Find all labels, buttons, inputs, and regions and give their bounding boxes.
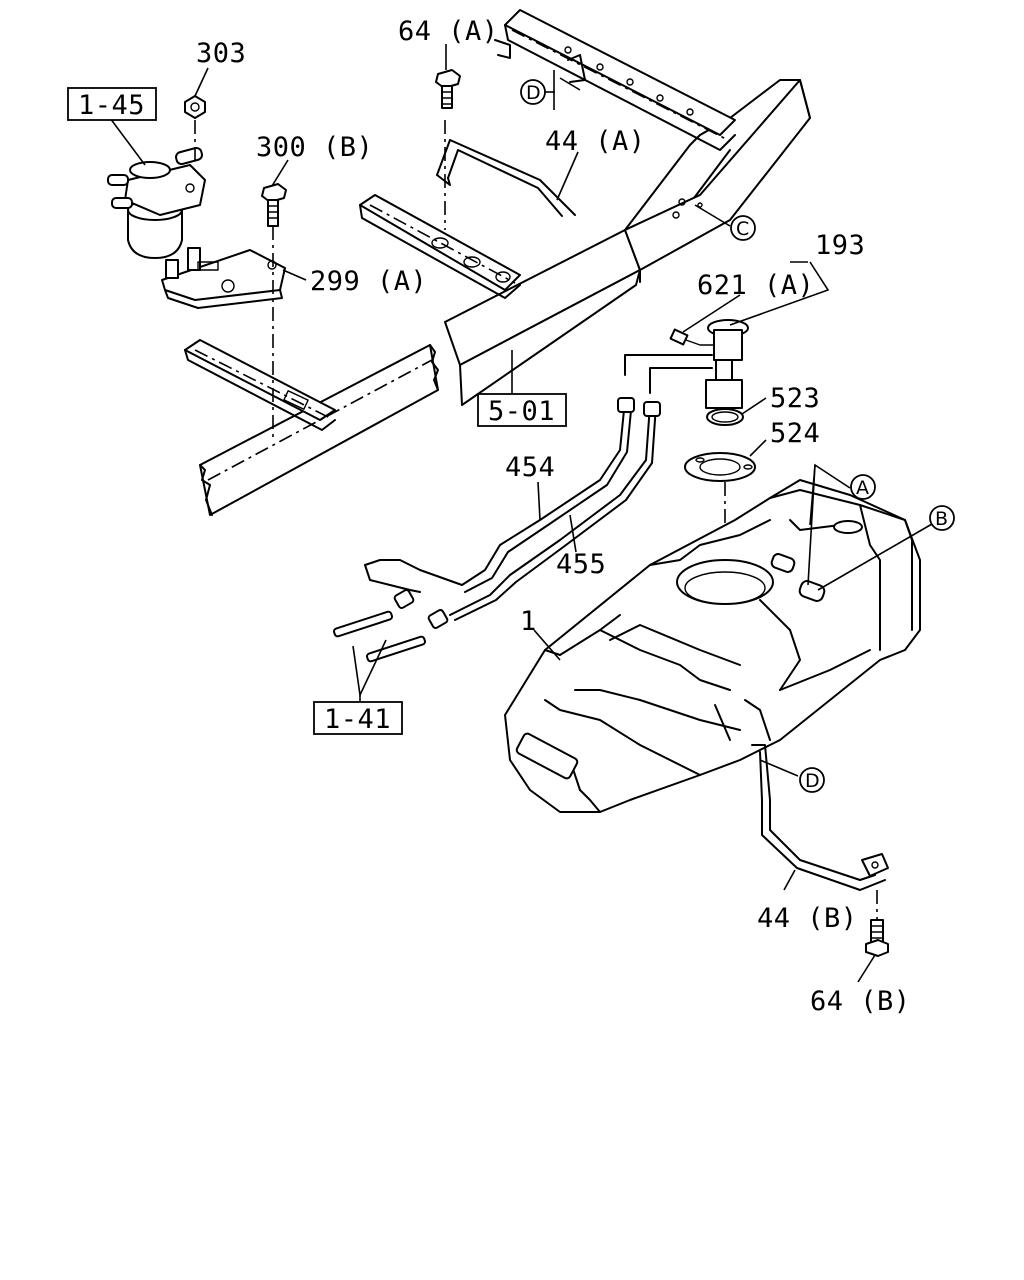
- marker-d-top: D: [520, 79, 546, 105]
- label-300b: 300 (B): [256, 132, 373, 163]
- ref-1-41-label: 1-41: [324, 704, 391, 735]
- label-64b: 64 (B): [810, 986, 911, 1017]
- svg-text:A: A: [856, 477, 869, 499]
- bolt-300b: [261, 183, 287, 440]
- label-44b: 44 (B): [757, 903, 858, 934]
- svg-text:D: D: [805, 770, 820, 792]
- label-44a: 44 (A): [545, 126, 646, 157]
- leader-lines: [109, 44, 933, 983]
- bolt-64a: [435, 69, 461, 109]
- bracket-299a: [161, 247, 286, 309]
- frame-rail-main: [444, 79, 811, 406]
- label-303: 303: [196, 38, 246, 69]
- crossmember-top: [494, 9, 736, 151]
- label-299a: 299 (A): [310, 266, 427, 297]
- fuel-filter: [107, 146, 206, 259]
- ref-box-5-01: 5-01: [477, 393, 567, 427]
- strap-44a: [436, 120, 576, 230]
- label-1: 1: [520, 606, 537, 637]
- ref-box-1-41: 1-41: [313, 701, 403, 735]
- svg-text:B: B: [935, 508, 948, 530]
- ref-box-1-45: 1-45: [67, 87, 157, 121]
- marker-d-bottom: D: [799, 767, 825, 793]
- label-524: 524: [770, 418, 820, 449]
- svg-text:C: C: [736, 218, 749, 240]
- fuel-lines: [364, 397, 661, 629]
- svg-text:D: D: [526, 82, 541, 104]
- ref-1-45-label: 1-45: [78, 90, 145, 121]
- label-523: 523: [770, 383, 820, 414]
- label-64a: 64 (A): [398, 16, 499, 47]
- ref-5-01-label: 5-01: [488, 396, 555, 427]
- crossmember-lower: [184, 339, 336, 431]
- marker-a: A: [850, 474, 876, 500]
- bolt-64b: [865, 919, 889, 957]
- label-621a: 621 (A): [697, 270, 814, 301]
- fuel-tank: [504, 479, 921, 813]
- o-ring-523: [706, 408, 744, 426]
- marker-c: C: [730, 215, 756, 241]
- strap-44b: [751, 744, 889, 920]
- label-454: 454: [505, 452, 555, 483]
- crossmember-upper: [359, 194, 521, 299]
- fuel-pump-assembly: [624, 319, 749, 409]
- hoses-1-41: [333, 610, 426, 663]
- label-193: 193: [815, 230, 865, 261]
- label-455: 455: [556, 549, 606, 580]
- marker-b: B: [929, 505, 955, 531]
